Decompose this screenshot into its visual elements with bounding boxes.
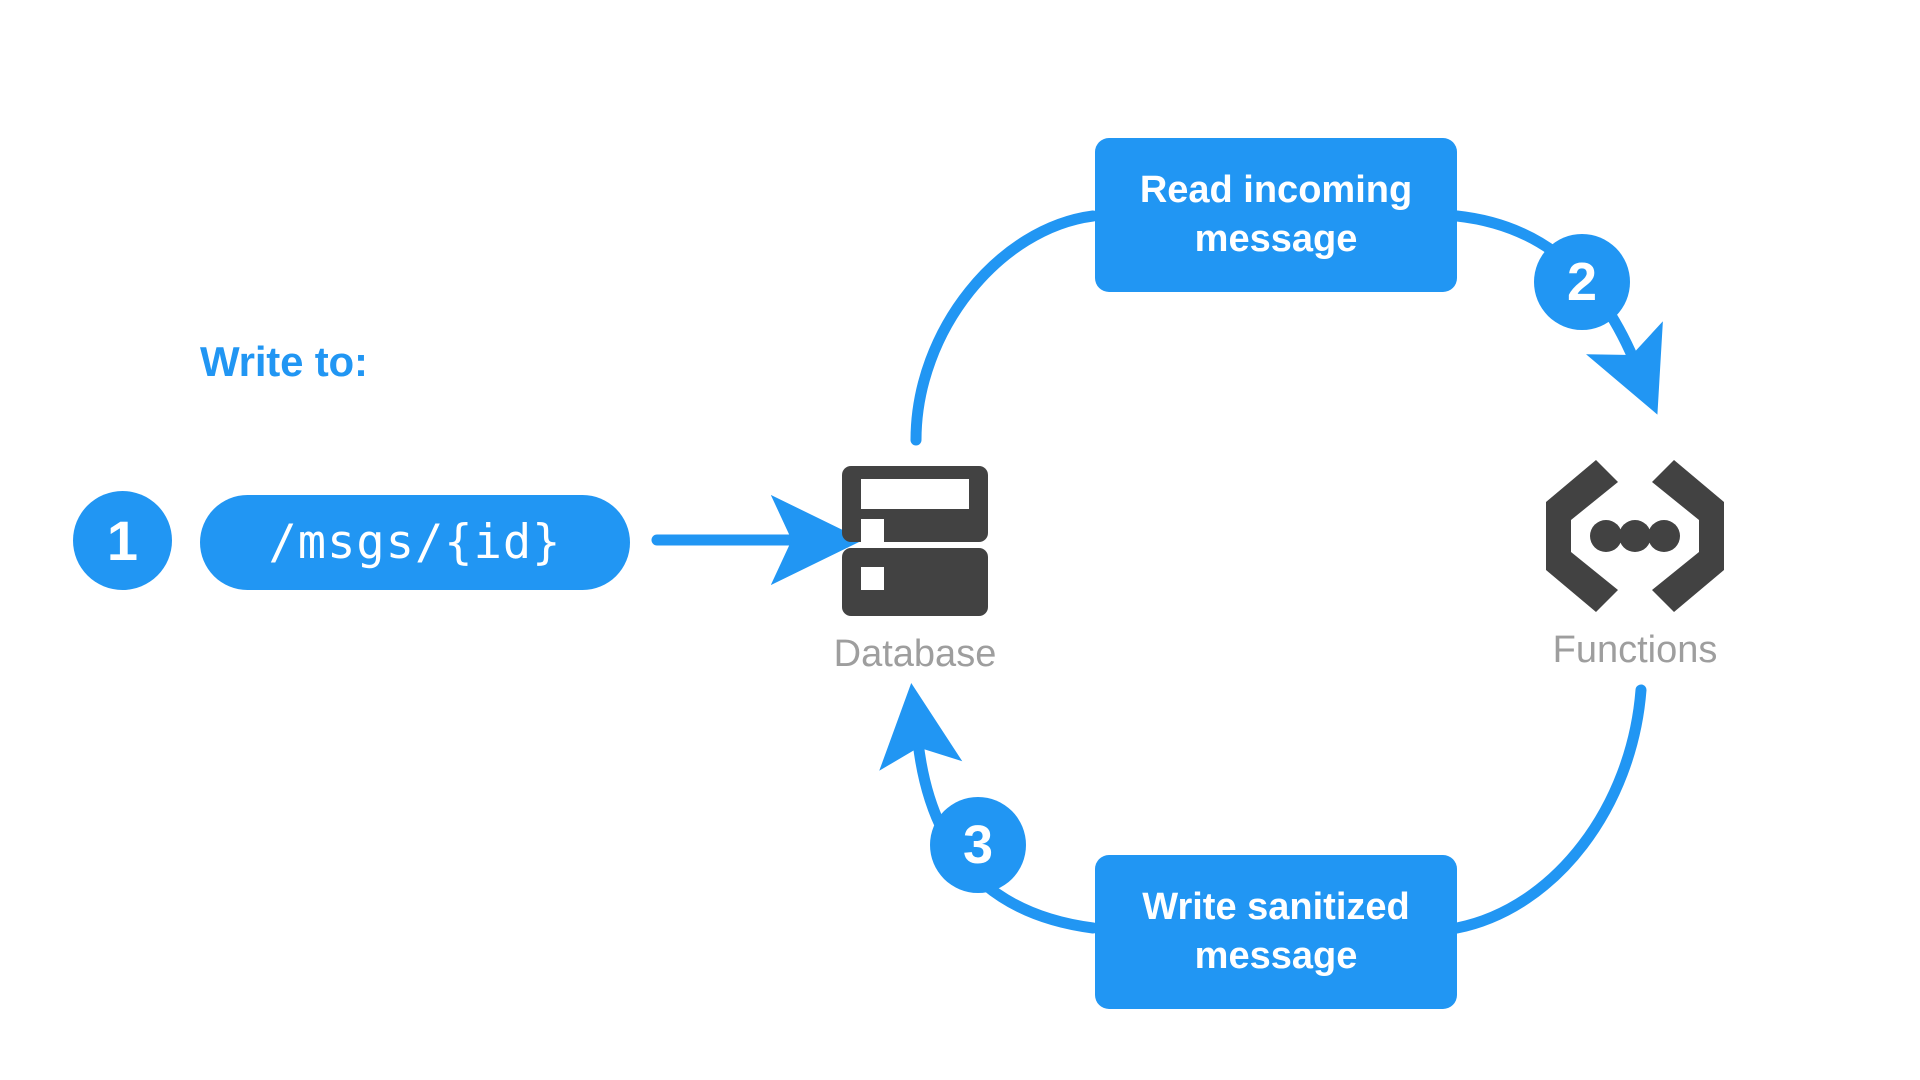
node-functions[interactable]: Functions	[1510, 460, 1760, 672]
database-caption: Database	[833, 633, 997, 675]
connector-database-to-read	[910, 210, 1099, 446]
node-database[interactable]: Database	[790, 466, 1040, 676]
step-badge-2: 2	[1534, 234, 1630, 330]
functions-braces-icon	[1540, 460, 1730, 617]
write-to-label: Write to:	[200, 338, 368, 385]
database-icon	[842, 466, 988, 621]
functions-caption: Functions	[1552, 629, 1718, 671]
step-badge-1: 1	[73, 491, 172, 590]
action-box-write-sanitized-message[interactable]: Write sanitized message	[1095, 855, 1457, 1009]
database-path-pill[interactable]: /msgs/{id}	[200, 495, 630, 590]
action-box-read-incoming-message[interactable]: Read incoming message	[1095, 138, 1457, 292]
connector-functions-to-write	[1451, 684, 1647, 934]
step-badge-3: 3	[930, 797, 1026, 893]
